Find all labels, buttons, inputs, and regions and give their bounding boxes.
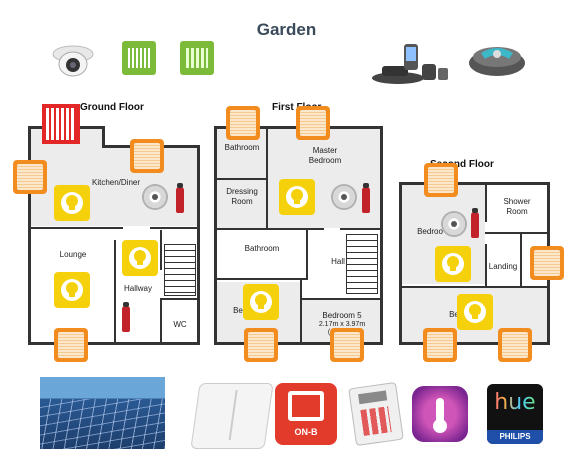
light-bulb-icon[interactable] [243,284,279,320]
room-label-hall: Hall [331,257,345,266]
irrigation-controller-icon[interactable] [370,40,450,86]
motion-sensor-icon[interactable] [142,184,168,210]
window-blind-icon[interactable] [13,160,47,194]
onb-alarm-icon[interactable]: ON-B [275,383,337,445]
window-blind-icon[interactable] [244,328,278,362]
room-label-bedroom-2f-lower: Be [449,310,459,319]
window-blind-icon[interactable] [54,328,88,362]
smart-hub-icon[interactable] [190,383,274,449]
fire-extinguisher-icon [176,183,184,213]
light-bulb-icon[interactable] [435,246,471,282]
window-blind-icon[interactable] [296,106,330,140]
window-blind-icon[interactable] [498,328,532,362]
motion-sensor-icon[interactable] [441,211,467,237]
window-blind-icon[interactable] [530,246,564,280]
page-title: Garden [256,20,317,39]
light-bulb-icon[interactable] [54,185,90,221]
room-label-bathroom-top: Bathroom [224,143,260,152]
ground-floor-title: Ground Floor [80,102,144,113]
robotic-mower-icon[interactable] [467,37,527,79]
window-blind-icon[interactable] [226,106,260,140]
room-label-bedroom-2f: Bedroo [417,227,443,236]
room-label-lounge: Lounge [59,250,87,259]
room-label-bedroom-5: Bedroom 5 [322,311,362,320]
motion-sensor-icon[interactable] [331,184,357,210]
room-label-kitchen: Kitchen/Diner [91,178,141,187]
solar-panel-icon[interactable] [40,377,165,449]
window-blind-icon[interactable] [424,163,458,197]
room-dimensions-bedroom-5: 2.17m x 3.97m [318,321,366,328]
second-floor-title: Second Floor [430,159,494,170]
philips-label: PHILIPS [487,430,543,444]
door-lock-icon[interactable] [42,104,80,144]
room-label-bedroom-4: Be [233,306,243,315]
room-label-master-bedroom: Master Bedroom [308,146,342,165]
philips-hue-icon[interactable]: hue PHILIPS [487,384,543,444]
hue-label: hue [487,390,543,415]
light-bulb-icon[interactable] [457,294,493,330]
light-bulb-icon[interactable] [54,272,90,308]
room-label-shower-room: Shower Room [503,197,531,216]
window-blind-icon[interactable] [423,328,457,362]
window-blind-icon[interactable] [330,328,364,362]
room-label-dressing-room: Dressing Room [226,187,258,206]
room-label-landing: Landing [488,262,518,271]
room-label-wc: WC [173,320,187,329]
window-blind-icon[interactable] [130,139,164,173]
room-dimensions-extra: ( [327,329,331,336]
garden-gate-icon[interactable] [180,41,214,75]
fire-extinguisher-icon [362,183,370,213]
security-camera-icon[interactable] [50,40,96,80]
awning-icon[interactable] [122,41,156,75]
light-bulb-icon[interactable] [122,240,158,276]
room-label-hallway: Hallway [123,284,152,293]
light-bulb-icon[interactable] [279,179,315,215]
thermostat-icon[interactable] [412,386,468,442]
onb-label: ON-B [294,427,318,437]
fire-extinguisher-icon [122,302,130,332]
room-label-bathroom: Bathroom [244,244,280,253]
fire-extinguisher-icon [471,208,479,238]
alarm-keypad-icon[interactable] [348,381,404,447]
